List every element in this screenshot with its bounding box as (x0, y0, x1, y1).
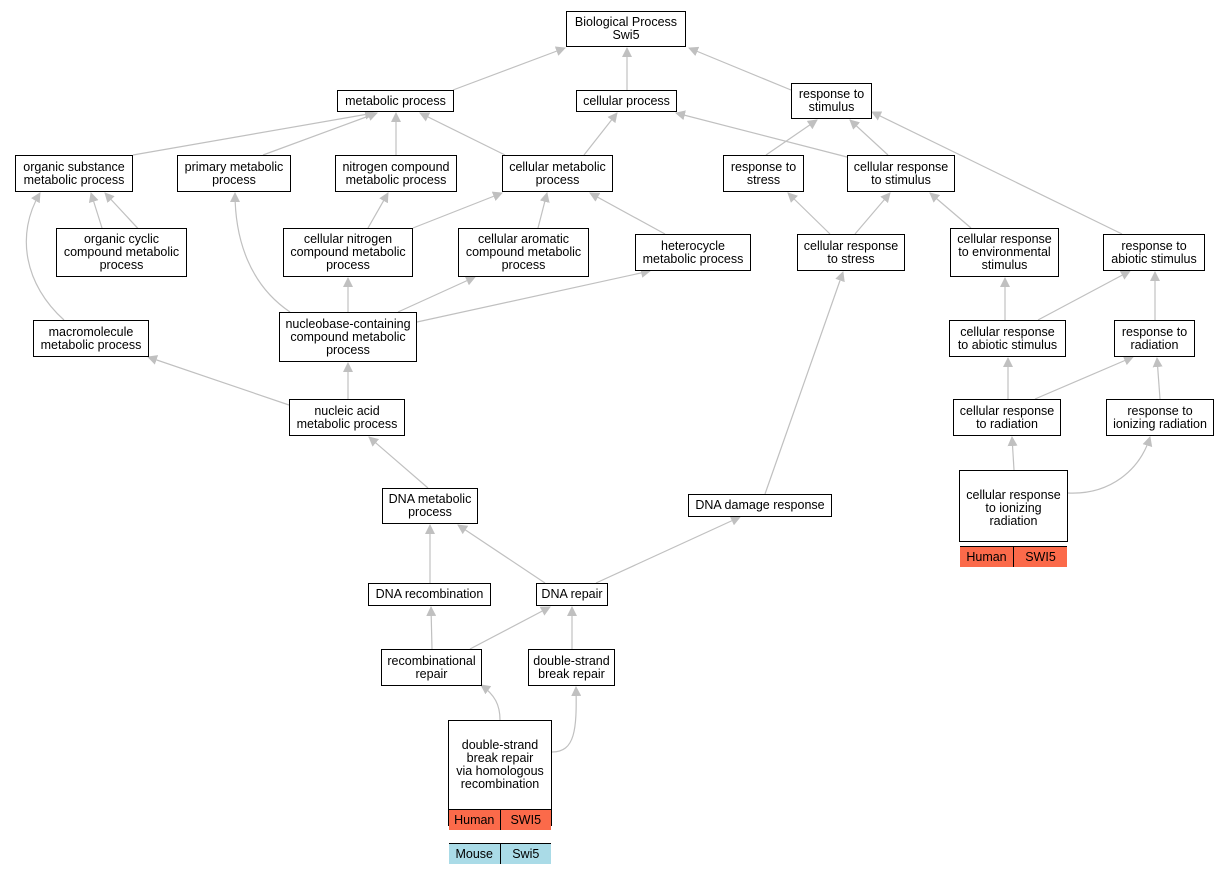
go-node-macromolecule[interactable]: macromolecule metabolic process (33, 320, 149, 357)
graph-edge (412, 191, 503, 229)
graph-edge (765, 119, 818, 156)
species-cell: Human (449, 810, 500, 830)
graph-edge (764, 271, 845, 495)
graph-edge (230, 192, 291, 313)
graph-edge (367, 192, 389, 229)
go-node-cellular-response-environmental[interactable]: cellular response to environmental stimu… (950, 228, 1059, 277)
go-node-cellular-response-radiation[interactable]: cellular response to radiation (953, 399, 1061, 436)
go-node-nucleic-acid[interactable]: nucleic acid metabolic process (289, 399, 405, 436)
go-node-dsb-homologous[interactable]: double-strand break repair via homologou… (448, 720, 552, 864)
graph-edge (147, 355, 290, 406)
go-node-response-to-stress[interactable]: response to stress (723, 155, 804, 192)
go-node-response-ionizing[interactable]: response to ionizing radiation (1106, 399, 1214, 436)
gene-cell: SWI5 (1013, 547, 1067, 567)
go-node-metabolic-process[interactable]: metabolic process (337, 90, 454, 112)
go-node-primary-metabolic[interactable]: primary metabolic process (177, 155, 291, 192)
species-cell: Mouse (449, 844, 500, 864)
gene-cell: SWI5 (499, 810, 551, 830)
graph-edge (787, 192, 831, 235)
graph-edge (1037, 270, 1131, 321)
graph-edge (132, 109, 375, 156)
graph-edge (480, 684, 501, 721)
go-node-cellular-aromatic[interactable]: cellular aromatic compound metabolic pro… (458, 228, 589, 277)
graph-edge (854, 192, 891, 235)
go-node-dsb-repair[interactable]: double-strand break repair (528, 649, 615, 686)
go-node-dna-damage-response[interactable]: DNA damage response (688, 494, 832, 517)
graph-edge (88, 192, 103, 229)
go-node-heterocycle[interactable]: heterocycle metabolic process (635, 234, 751, 271)
graph-edge (1152, 357, 1163, 400)
annotation-row-human: Human SWI5 (449, 809, 551, 830)
graph-edge (469, 606, 551, 650)
gene-cell: Swi5 (499, 844, 551, 864)
graph-edge (1034, 355, 1134, 400)
graph-edge (426, 606, 437, 650)
graph-edge (419, 112, 506, 156)
annotation-row-mouse: Mouse Swi5 (449, 843, 551, 864)
graph-edge (537, 192, 550, 229)
go-node-response-to-abiotic[interactable]: response to abiotic stimulus (1103, 234, 1205, 271)
go-node-organic-cyclic[interactable]: organic cyclic compound metabolic proces… (56, 228, 187, 277)
graph-edge (849, 119, 889, 156)
go-node-dna-repair[interactable]: DNA repair (536, 583, 608, 606)
graph-edge (1067, 436, 1153, 494)
graph-edge (551, 686, 582, 753)
graph-edge (1007, 436, 1018, 471)
graph-edge (871, 111, 1123, 235)
graph-edge (457, 524, 546, 584)
go-graph: Biological Process Swi5 metabolic proces… (15, 11, 1214, 864)
graph-edge (595, 516, 741, 584)
graph-edge (397, 276, 476, 313)
go-node-recombinational-repair[interactable]: recombinational repair (381, 649, 482, 686)
go-node-cellular-response-ionizing[interactable]: cellular response to ionizing radiation … (959, 470, 1068, 567)
node-label: cellular response to ionizing radiation (966, 488, 1061, 528)
graph-edge (262, 111, 378, 156)
go-node-cellular-metabolic[interactable]: cellular metabolic process (502, 155, 613, 192)
graph-edge (675, 110, 848, 158)
graph-edge (929, 192, 972, 229)
annotation-row-human: Human SWI5 (960, 546, 1067, 567)
go-node-organic-substance[interactable]: organic substance metabolic process (15, 155, 133, 192)
go-node-response-to-stimulus[interactable]: response to stimulus (791, 83, 872, 119)
go-node-response-to-radiation[interactable]: response to radiation (1114, 320, 1195, 357)
graph-edge (416, 268, 651, 323)
go-node-cellular-response-abiotic[interactable]: cellular response to abiotic stimulus (949, 320, 1066, 357)
graph-edge (589, 192, 666, 235)
graph-edge (368, 436, 429, 489)
go-node-nucleobase[interactable]: nucleobase-containing compound metabolic… (279, 312, 417, 362)
graph-edge (583, 112, 618, 156)
go-node-cellular-response-to-stimulus[interactable]: cellular response to stimulus (847, 155, 955, 192)
graph-edge (688, 46, 792, 91)
go-node-dna-recombination[interactable]: DNA recombination (368, 583, 491, 606)
graph-edge (25, 192, 65, 321)
node-label: double-strand break repair via homologou… (456, 738, 544, 791)
species-cell: Human (960, 547, 1013, 567)
go-node-biological-process[interactable]: Biological Process Swi5 (566, 11, 686, 47)
go-node-dna-metabolic[interactable]: DNA metabolic process (382, 488, 478, 524)
go-node-nitrogen-compound[interactable]: nitrogen compound metabolic process (335, 155, 457, 192)
go-node-cellular-response-to-stress[interactable]: cellular response to stress (797, 234, 905, 271)
go-node-cellular-nitrogen[interactable]: cellular nitrogen compound metabolic pro… (283, 228, 413, 277)
graph-edge (452, 46, 566, 91)
go-node-cellular-process[interactable]: cellular process (576, 90, 677, 112)
